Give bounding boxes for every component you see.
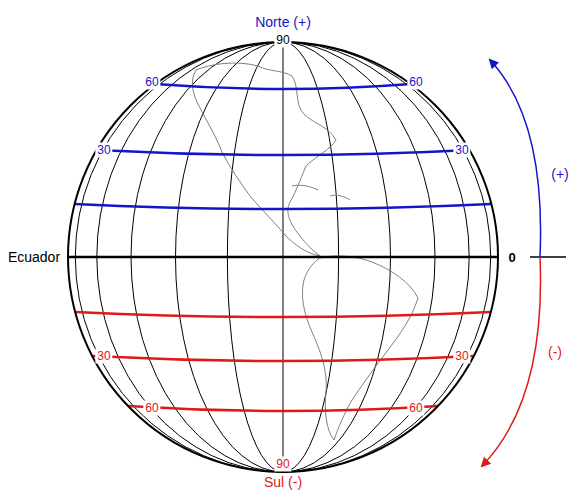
- equator-label: Ecuador: [6, 250, 62, 265]
- latitude-number: 60: [143, 75, 160, 90]
- latitude-number: 60: [143, 401, 160, 416]
- latitude-number: 60: [407, 75, 424, 90]
- parallel-line: [75, 204, 492, 209]
- parallel-line: [75, 312, 491, 317]
- latitude-number: 30: [453, 143, 470, 158]
- north-america-outline: [192, 63, 336, 256]
- parallel-line: [92, 356, 474, 361]
- latitude-number: 60: [407, 401, 424, 416]
- latitude-number: 30: [95, 143, 112, 158]
- parallel-line: [97, 150, 470, 155]
- latitude-number: 0: [506, 250, 517, 265]
- latitude-number: 30: [453, 349, 470, 364]
- latitude-number: 90: [274, 457, 291, 472]
- north-arrow: [490, 60, 541, 257]
- hemisphere-label: Norte (+): [253, 15, 313, 30]
- parallel-line: [155, 84, 410, 89]
- sign-label: (-): [546, 345, 564, 360]
- latitude-number: 30: [95, 349, 112, 364]
- equator-line: [68, 256, 498, 259]
- globe-outline: [68, 42, 498, 472]
- zero-tick: [530, 256, 566, 258]
- hemisphere-label: Sul (-): [262, 475, 304, 490]
- parallel-line: [128, 406, 438, 411]
- latitude-number: 90: [274, 33, 291, 48]
- caribbean-islands: [292, 185, 350, 200]
- south-america-outline: [302, 256, 418, 440]
- south-arrow: [482, 257, 541, 466]
- sign-label: (+): [549, 167, 571, 182]
